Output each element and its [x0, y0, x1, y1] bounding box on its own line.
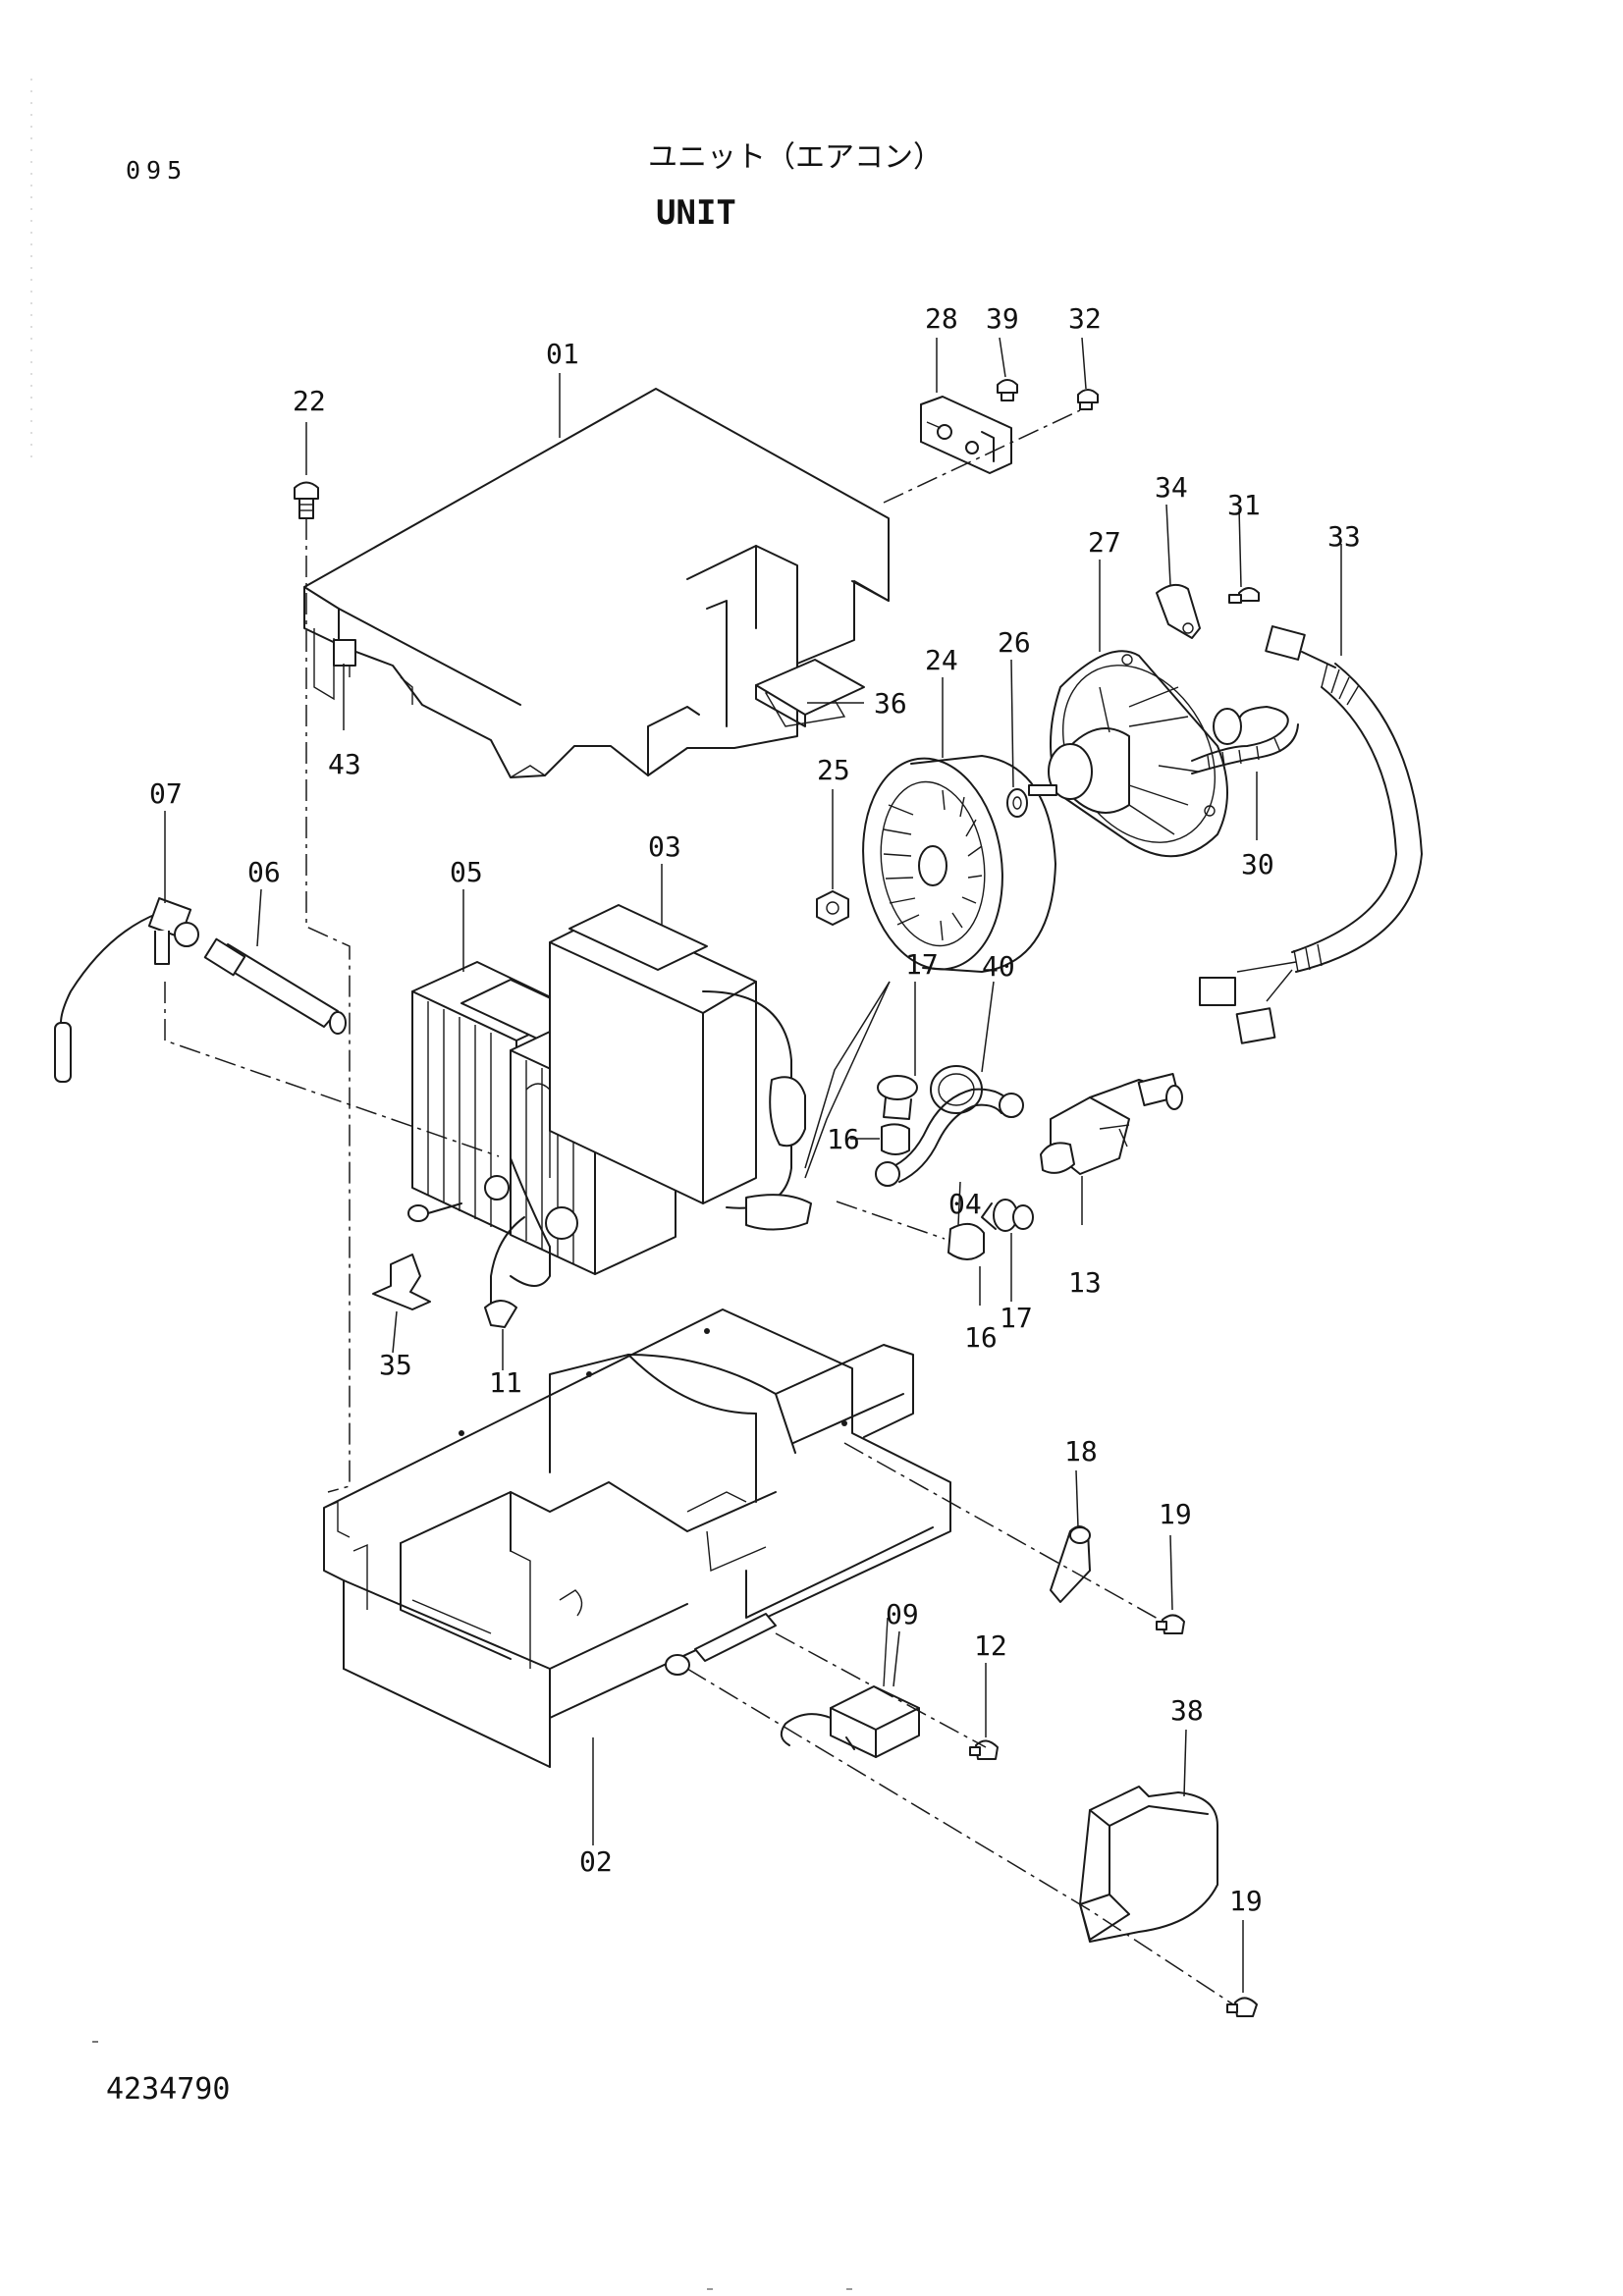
page-code: 095: [126, 156, 188, 185]
callout-01: 01: [546, 338, 579, 370]
callout-19-lower: 19: [1229, 1885, 1263, 1917]
callout-36: 36: [874, 687, 907, 720]
part-01-upper-case: [303, 388, 890, 778]
callout-27: 27: [1088, 526, 1121, 559]
part-09-thermostat: [780, 1617, 920, 1758]
callout-17-upper: 17: [905, 948, 939, 981]
callout-12: 12: [974, 1629, 1007, 1662]
callout-02: 02: [579, 1845, 613, 1878]
mount-bar: [694, 1613, 777, 1662]
callout-17-lower: 17: [1000, 1302, 1033, 1334]
callout-19-upper: 19: [1159, 1498, 1192, 1530]
callout-33: 33: [1327, 520, 1361, 553]
part-03-heater-core: [549, 904, 812, 1231]
part-32-screw: [1077, 389, 1099, 410]
callout-06: 06: [247, 856, 281, 888]
part-13-water-valve: [1040, 1073, 1183, 1175]
callout-09: 09: [886, 1598, 919, 1630]
title-japanese: ユニット（エアコン）: [648, 140, 943, 175]
part-40-clamp: [930, 1065, 983, 1114]
part-17-clamp-lower: [981, 1199, 1034, 1232]
part-39-screw: [997, 379, 1018, 401]
callout-28: 28: [925, 302, 958, 335]
callout-22: 22: [293, 385, 326, 417]
callout-43: 43: [328, 748, 361, 780]
part-24-blower-fan: [862, 755, 1056, 973]
part-26-washer: [1006, 788, 1028, 818]
part-06-pipe: [203, 937, 347, 1035]
callout-31: 31: [1227, 489, 1261, 521]
part-43-clip: [333, 639, 356, 667]
part-12-screw: [969, 1739, 999, 1760]
part-19-screw-lower: [1226, 1997, 1258, 2017]
callout-39: 39: [986, 302, 1019, 335]
part-36-bracket: [755, 659, 865, 727]
callout-03: 03: [648, 830, 681, 863]
part-11-clip: [484, 1300, 517, 1328]
callout-18: 18: [1064, 1435, 1098, 1468]
part-02-lower-case: [323, 1308, 951, 1768]
part-19-screw-upper: [1156, 1614, 1185, 1634]
part-30-harness: [1191, 706, 1299, 774]
leader-lines: [164, 337, 1342, 1993]
title-english: UNIT: [656, 193, 736, 233]
bushing: [665, 1654, 690, 1676]
callout-40: 40: [982, 950, 1015, 983]
callout-04: 04: [948, 1188, 982, 1220]
part-07-sensor: [54, 897, 199, 1083]
callout-16-lower: 16: [964, 1321, 998, 1354]
part-38-cover: [1079, 1786, 1218, 1943]
callout-24: 24: [925, 644, 958, 676]
callout-11: 11: [489, 1366, 522, 1399]
part-16-hose-upper: [881, 1123, 910, 1155]
callout-30: 30: [1241, 848, 1274, 881]
callout-25: 25: [817, 754, 850, 786]
part-17-clamp-upper: [877, 1075, 918, 1120]
part-18-bracket: [1050, 1525, 1091, 1603]
part-04-pipe: [875, 1088, 1024, 1187]
part-22-bolt: [294, 481, 319, 519]
assembly-lines: [164, 409, 1234, 2005]
callout-07: 07: [149, 777, 183, 810]
part-31-screw: [1228, 587, 1260, 604]
callout-13: 13: [1068, 1266, 1102, 1299]
callout-35: 35: [379, 1349, 412, 1381]
part-34-clamp: [1156, 583, 1201, 639]
part-28-resistor: [920, 396, 1012, 474]
callout-38: 38: [1170, 1694, 1204, 1727]
document-number: 4234790: [106, 2072, 230, 2107]
part-33-wire-harness: [1199, 625, 1423, 1044]
callout-34: 34: [1155, 471, 1188, 504]
callout-26: 26: [998, 626, 1031, 659]
part-27-blower-motor: [1028, 650, 1228, 858]
part-16-hose-lower: [947, 1222, 985, 1260]
callout-16-upper: 16: [827, 1123, 860, 1155]
part-25-nut: [816, 890, 849, 926]
callout-labels: 01 02 03 04 05 06 07 09 11 12 13 16 16 1…: [149, 302, 1361, 1917]
callout-32: 32: [1068, 302, 1102, 335]
part-35-bracket: [372, 1254, 431, 1310]
callout-05: 05: [450, 856, 483, 888]
